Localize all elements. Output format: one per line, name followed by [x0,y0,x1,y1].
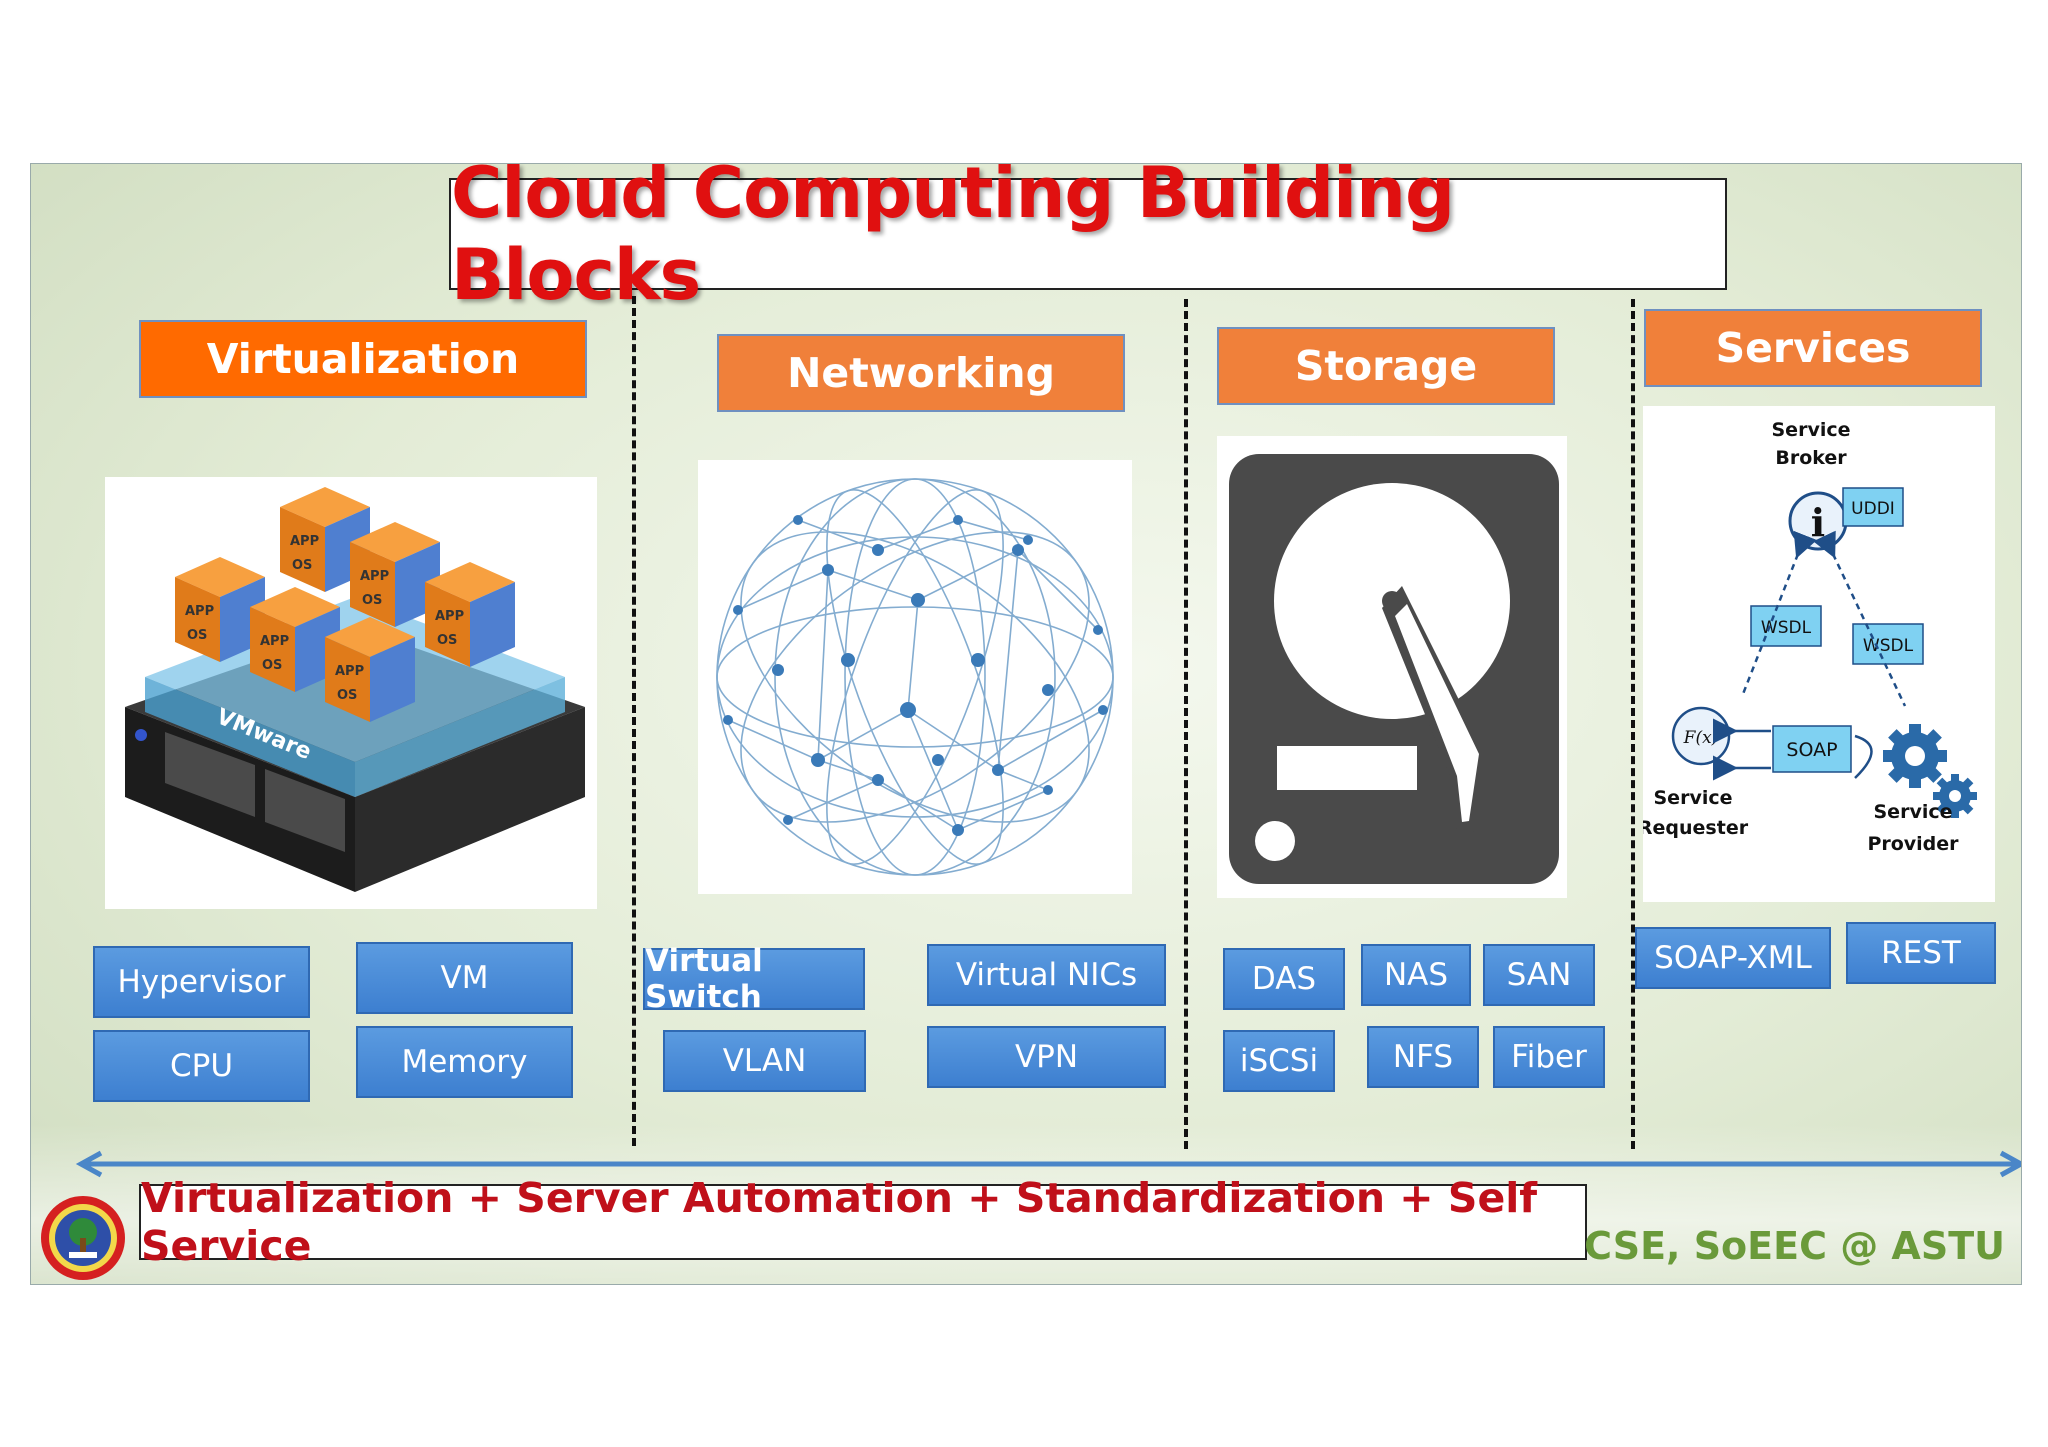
svg-text:UDDI: UDDI [1851,499,1895,519]
svg-text:APP: APP [260,634,289,649]
svg-text:APP: APP [435,609,464,624]
tag-label: SAN [1506,957,1572,993]
svg-text:APP: APP [335,664,364,679]
svg-text:OS: OS [187,628,207,643]
tag-memory: Memory [356,1026,573,1098]
tag-virtual-switch: Virtual Switch [643,943,865,1015]
page-title: Cloud Computing Building Blocks [451,163,1455,316]
tag-vlan: VLAN [663,1030,866,1092]
tag-label: Virtual NICs [955,957,1138,993]
svg-text:APP: APP [360,569,389,584]
svg-text:OS: OS [337,688,357,703]
svg-text:APP: APP [185,604,214,619]
tag-label: Virtual Switch [645,943,763,1015]
tag-label: NFS [1392,1039,1454,1075]
tag-vm: VM [356,942,573,1014]
tag-vpn: VPN [927,1026,1166,1088]
tag-nfs: NFS [1367,1026,1479,1088]
tag-hypervisor: Hypervisor [93,946,310,1018]
category-networking: Networking [717,334,1125,412]
bottom-banner-text: Virtualization + Server Automation + Sta… [141,1174,1538,1270]
category-virtualization: Virtualization [139,320,587,398]
tag-label: iSCSi [1239,1043,1319,1079]
credit-text: CSE, SoEEC @ ASTU [1584,1224,2005,1268]
svg-text:WSDL: WSDL [1761,618,1812,638]
double-arrow-icon [75,1150,2021,1178]
tag-label: NAS [1383,957,1449,993]
tag-label: Hypervisor [117,964,286,1000]
info-icon: i [1811,500,1825,545]
svg-text:WSDL: WSDL [1863,636,1914,656]
svg-text:OS: OS [437,633,457,648]
svg-text:Provider: Provider [1867,833,1959,855]
tag-fiber: Fiber [1493,1026,1605,1088]
category-label: Services [1715,324,1911,372]
hard-drive-icon [1229,454,1559,884]
divider-2 [1184,299,1188,1149]
tag-san: SAN [1483,944,1595,1006]
svg-text:OS: OS [262,658,282,673]
hard-drive-image [1217,436,1567,898]
category-label: Storage [1294,342,1478,390]
globe-icon [716,478,1114,876]
app-cubes: APP OS APP OS APP OS [175,487,515,722]
tag-label: CPU [169,1048,234,1084]
globe-nodes [723,515,1108,836]
soa-diagram-image: Service Broker i UDDI WSDL WSDL F(x) Ser… [1638,406,1995,902]
tag-rest: REST [1846,922,1996,984]
slide: Cloud Computing Building Blocks Virtuali… [30,163,2022,1285]
svg-text:F(x): F(x) [1683,728,1719,748]
tag-soap-xml: SOAP-XML [1635,927,1831,989]
svg-text:OS: OS [362,593,382,608]
tag-label: DAS [1251,961,1317,997]
soa-diagram: Service Broker i UDDI WSDL WSDL F(x) Ser… [1638,419,1977,855]
category-label: Virtualization [206,335,520,383]
svg-text:Service: Service [1874,801,1953,823]
tag-virtual-nics: Virtual NICs [927,944,1166,1006]
network-globe-image [698,460,1132,894]
svg-text:Broker: Broker [1775,447,1847,469]
university-logo-icon [41,1196,125,1280]
tag-label: SOAP-XML [1654,940,1812,976]
tag-cpu: CPU [93,1030,310,1102]
divider-1 [632,296,636,1146]
tag-label: VPN [1014,1039,1079,1075]
tag-label: REST [1881,935,1961,971]
gear-icon [1883,724,1977,818]
tag-label: Fiber [1511,1039,1587,1075]
tag-label: Memory [401,1044,528,1080]
svg-text:Service: Service [1772,419,1851,441]
category-label: Networking [787,349,1055,397]
vmware-server-illustration: VMware APP OS APP OS [125,487,585,892]
tag-das: DAS [1223,948,1345,1010]
svg-text:Service: Service [1654,787,1733,809]
title-box: Cloud Computing Building Blocks [449,164,1727,316]
bottom-banner: Virtualization + Server Automation + Sta… [139,1174,1587,1270]
category-services: Services [1644,309,1982,387]
svg-text:Requester: Requester [1643,817,1749,839]
svg-text:OS: OS [292,558,312,573]
tag-nas: NAS [1361,944,1471,1006]
divider-3 [1631,299,1635,1149]
tag-label: VM [440,960,489,996]
category-storage: Storage [1217,327,1555,405]
svg-text:APP: APP [290,534,319,549]
tag-label: VLAN [722,1043,807,1079]
tag-iscsi: iSCSi [1223,1030,1335,1092]
svg-text:SOAP: SOAP [1786,739,1837,761]
vmware-server-image: VMware APP OS APP OS [105,477,597,909]
